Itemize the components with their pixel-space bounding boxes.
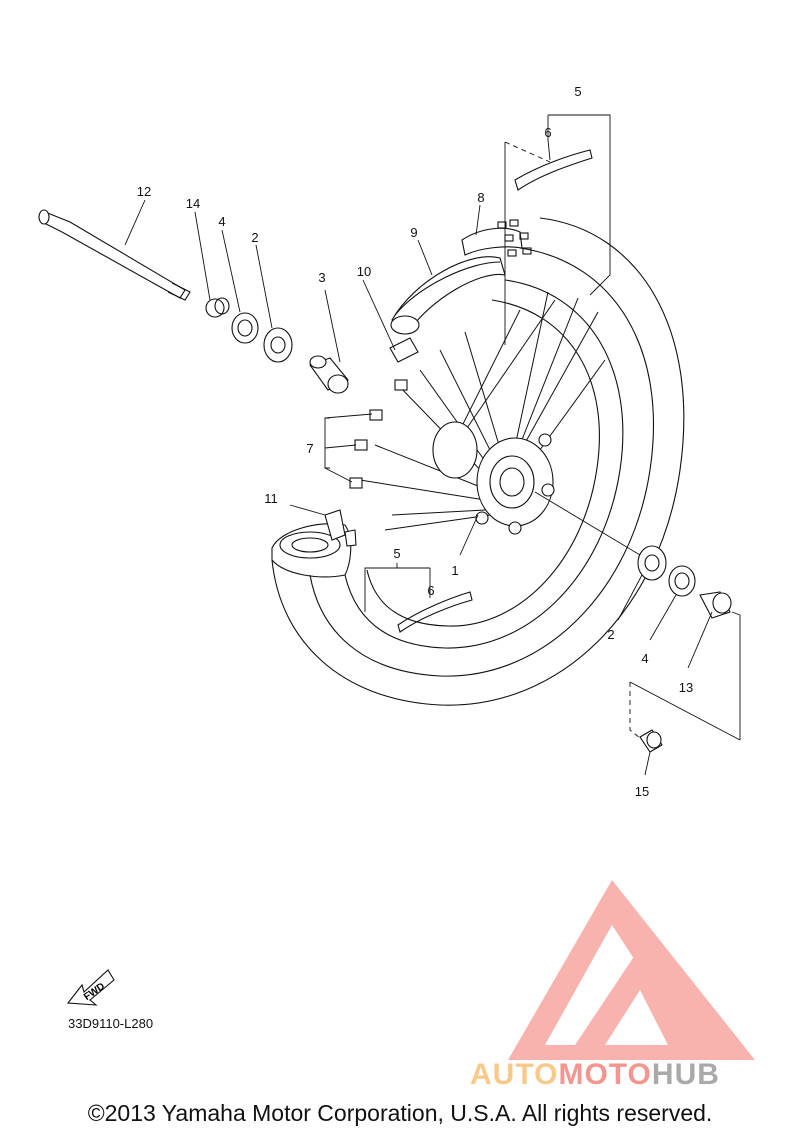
axle — [38, 209, 191, 301]
callout-4-right: 4 — [641, 651, 648, 666]
nut-15 — [639, 729, 663, 753]
callout-12: 12 — [137, 184, 151, 199]
hub — [432, 421, 555, 535]
spacer-3 — [309, 355, 349, 394]
drawing-code: 33D9110-L280 — [68, 1016, 154, 1031]
collar-14 — [205, 297, 230, 318]
callout-10: 10 — [357, 264, 371, 279]
callout-numbers: 5 6 8 9 12 14 4 2 3 10 7 11 5 1 6 2 4 13… — [137, 84, 693, 799]
callout-6-top: 6 — [544, 125, 551, 140]
brand-auto: AUTO — [470, 1058, 559, 1091]
seal-4-left — [231, 312, 259, 344]
seal-4-right — [668, 565, 696, 597]
tire-and-rim — [271, 217, 685, 706]
watermark-brand: AUTOMOTOHUB — [470, 1058, 720, 1092]
leader-lines — [124, 114, 741, 776]
callout-7: 7 — [306, 441, 313, 456]
copyright-text: ©2013 Yamaha Motor Corporation, U.S.A. A… — [87, 1100, 713, 1126]
valve-11 — [279, 509, 357, 559]
rim-lock — [461, 219, 532, 257]
callout-15: 15 — [635, 784, 649, 799]
callout-6-bottom: 6 — [427, 583, 434, 598]
callout-11: 11 — [264, 491, 278, 506]
callout-8: 8 — [477, 190, 484, 205]
callout-5-top: 5 — [574, 84, 581, 99]
callout-4-left: 4 — [218, 214, 225, 229]
watermark-logo — [508, 880, 755, 1060]
rim-band-top — [514, 149, 593, 191]
spoke-nipples-7 — [349, 379, 408, 489]
inner-tube — [389, 256, 506, 363]
brand-moto: MOTO — [558, 1058, 652, 1091]
brand-hub: HUB — [651, 1058, 720, 1091]
callout-14: 14 — [186, 196, 200, 211]
callout-5-bottom: 5 — [393, 546, 400, 561]
bearing-2-left — [263, 327, 293, 363]
callout-13: 13 — [679, 680, 693, 695]
callout-9: 9 — [410, 225, 417, 240]
fwd-arrow-icon: FWD — [66, 969, 115, 1006]
callout-2-right: 2 — [607, 627, 614, 642]
bearing-2-right — [637, 545, 667, 581]
collar-13 — [699, 591, 732, 619]
callout-1: 1 — [451, 563, 458, 578]
rim-band-bottom — [397, 591, 473, 633]
callout-2-left: 2 — [251, 230, 258, 245]
callout-3: 3 — [318, 270, 325, 285]
